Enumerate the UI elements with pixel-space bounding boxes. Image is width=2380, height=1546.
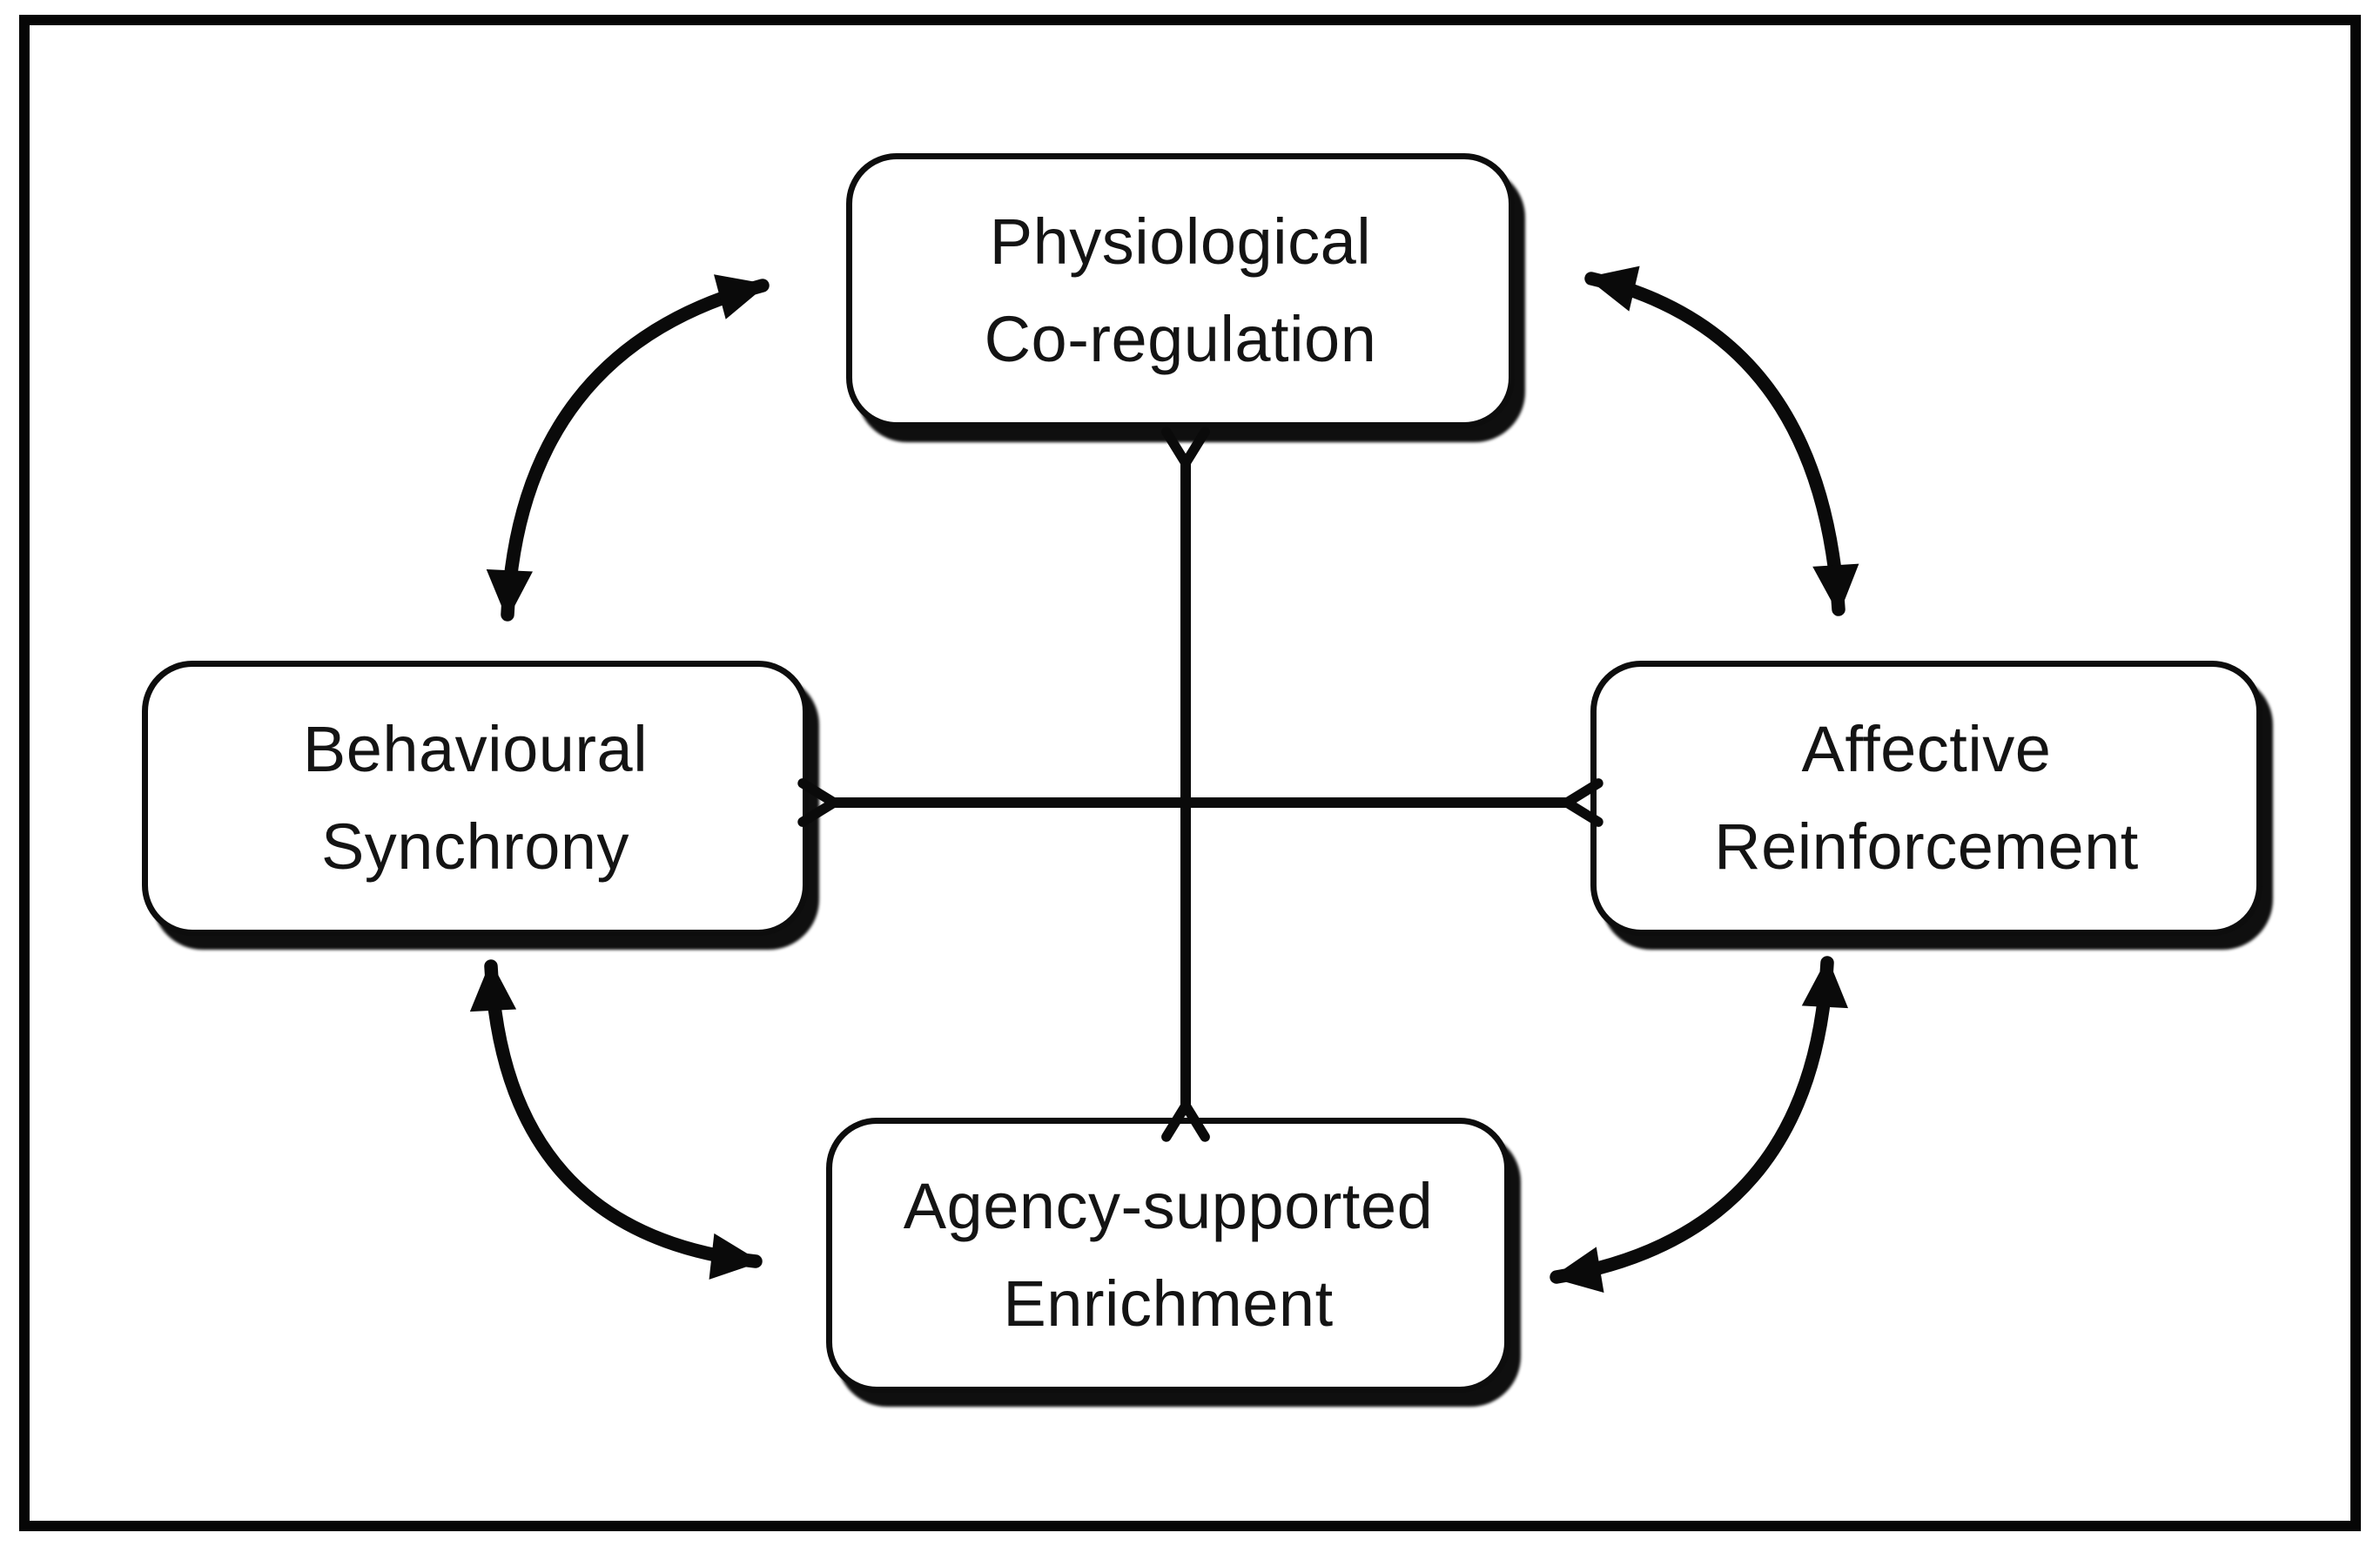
node-label-line: Behavioural <box>302 712 649 785</box>
node-agency-supported-enrichment: Agency-supported Enrichment <box>826 1118 1510 1393</box>
diagram-border-frame <box>19 15 2361 1531</box>
node-label-line: Physiological <box>989 205 1372 278</box>
node-label-line: Enrichment <box>1003 1267 1334 1340</box>
node-affective-reinforcement: Affective Reinforcement <box>1590 661 2262 936</box>
node-physiological-co-regulation: Physiological Co-regulation <box>846 153 1515 428</box>
node-label-line: Reinforcement <box>1714 810 2139 883</box>
node-label-line: Co-regulation <box>984 303 1377 375</box>
node-label-line: Synchrony <box>320 810 630 883</box>
node-behavioural-synchrony: Behavioural Synchrony <box>142 661 809 936</box>
node-label-line: Agency-supported <box>903 1169 1434 1242</box>
node-label-line: Affective <box>1801 712 2052 785</box>
